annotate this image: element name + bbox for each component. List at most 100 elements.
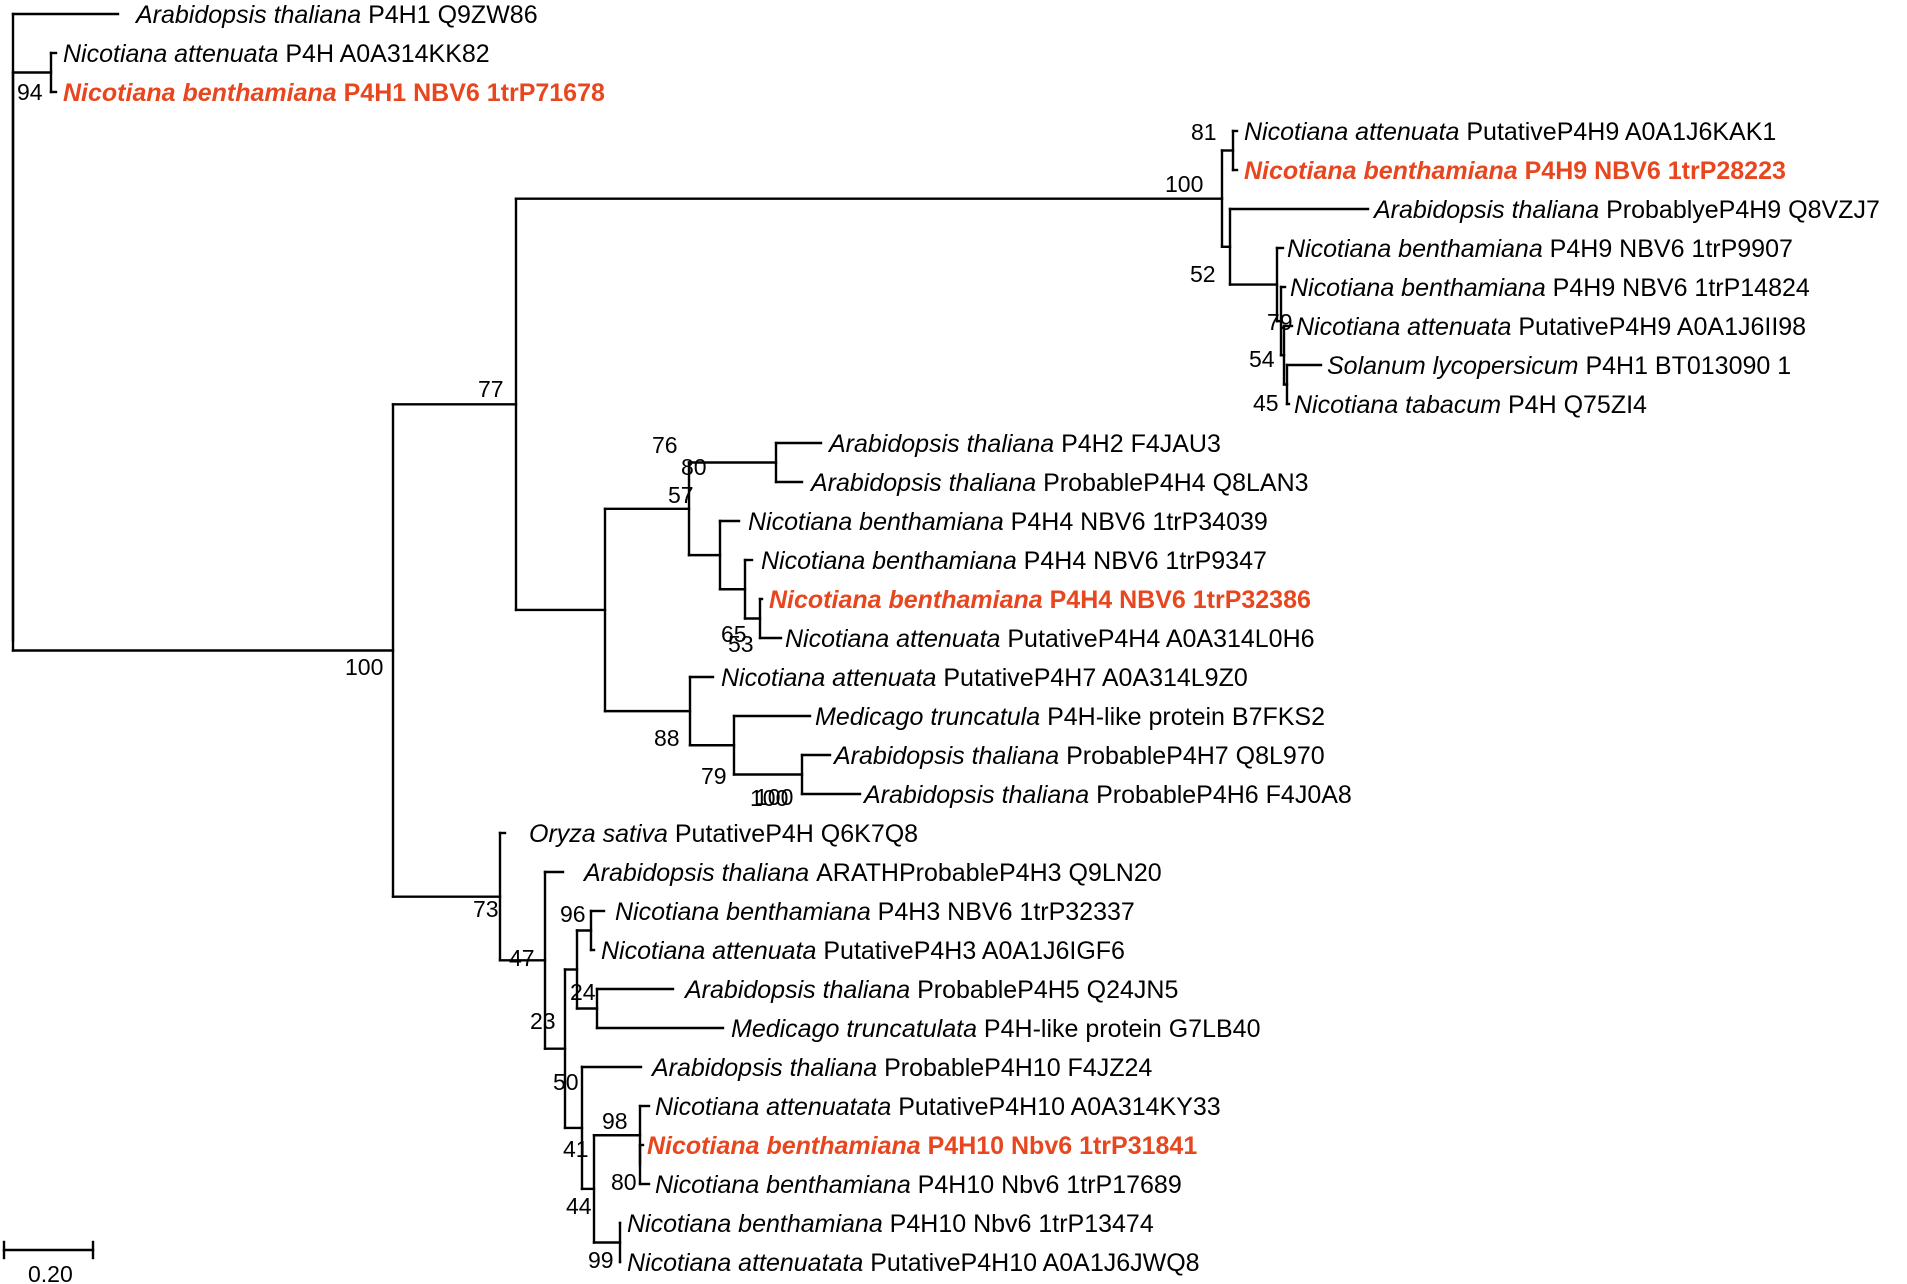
leaf-species: Nicotiana attenuata: [721, 664, 937, 692]
leaf-labels: Arabidopsis thaliana P4H1 Q9ZW86Nicotian…: [63, 1, 1880, 1277]
leaf-label: Arabidopsis thaliana ProbableP4H5 Q24JN5: [683, 976, 1178, 1004]
leaf-label: Nicotiana benthamiana P4H4 NBV6 1trP3403…: [748, 508, 1268, 536]
leaf-species: Nicotiana attenuata: [601, 937, 817, 965]
leaf-label: Arabidopsis thaliana ProbablyeP4H9 Q8VZJ…: [1372, 196, 1880, 224]
leaf-species: Arabidopsis thaliana: [862, 781, 1089, 809]
bootstrap-value: 100: [750, 785, 788, 811]
leaf-gene: P4H1 Q9ZW86: [361, 1, 537, 29]
leaf-species: Nicotiana attenuata: [785, 625, 1001, 653]
leaf-species: Medicago truncatulata: [731, 1015, 977, 1043]
leaf-gene: P4H Q75ZI4: [1501, 391, 1647, 419]
leaf-gene: P4H-like protein G7LB40: [977, 1015, 1260, 1043]
scale-bar: 0.20: [2, 1240, 95, 1284]
leaf-gene: P4H9 NBV6 1trP14824: [1546, 274, 1810, 302]
bootstrap-value: 80: [611, 1169, 637, 1195]
leaf-label: Arabidopsis thaliana P4H2 F4JAU3: [827, 430, 1221, 458]
leaf-label: Nicotiana attenuatata PutativeP4H10 A0A1…: [627, 1249, 1200, 1277]
leaf-gene: ProbableP4H6 F4J0A8: [1089, 781, 1352, 809]
leaf-gene: P4H4 NBV6 1trP34039: [1004, 508, 1268, 536]
bootstrap-value: 52: [1190, 261, 1216, 287]
bootstrap-value: 65: [721, 621, 747, 647]
leaf-gene: PutativeP4H10 A0A1J6JWQ8: [863, 1249, 1199, 1277]
bootstrap-value: 44: [566, 1193, 592, 1219]
leaf-species: Nicotiana benthamiana: [1287, 235, 1543, 263]
leaf-gene: P4H10 Nbv6 1trP13474: [883, 1210, 1154, 1238]
leaf-label: Nicotiana benthamiana P4H3 NBV6 1trP3233…: [615, 898, 1135, 926]
leaf-label: Solanum lycopersicum P4H1 BT013090 1: [1327, 352, 1791, 380]
leaf-species: Nicotiana benthamiana: [748, 508, 1004, 536]
leaf-species: Nicotiana attenuata: [63, 40, 279, 68]
leaf-label: Arabidopsis thaliana P4H1 Q9ZW86: [134, 1, 538, 29]
bootstrap-value: 24: [570, 979, 596, 1005]
leaf-label: Arabidopsis thaliana ARATHProbableP4H3 Q…: [582, 859, 1162, 887]
leaf-gene: P4H10 Nbv6 1trP31841: [921, 1132, 1198, 1160]
leaf-species: Nicotiana benthamiana: [627, 1210, 883, 1238]
leaf-label: Nicotiana benthamiana P4H1 NBV6 1trP7167…: [63, 79, 605, 107]
bootstrap-value: 88: [654, 725, 680, 751]
bootstrap-value: 100: [345, 654, 383, 680]
bootstrap-value: 50: [553, 1069, 579, 1095]
leaf-gene: P4H A0A314KK82: [278, 40, 489, 68]
leaf-label: Nicotiana benthamiana P4H10 Nbv6 1trP176…: [655, 1171, 1182, 1199]
leaf-gene: PutativeP4H9 A0A1J6II98: [1511, 313, 1806, 341]
leaf-label: Arabidopsis thaliana ProbableP4H4 Q8LAN3: [809, 469, 1309, 497]
leaf-species: Solanum lycopersicum: [1327, 352, 1579, 380]
bootstrap-value: 98: [602, 1108, 628, 1134]
leaf-gene: PutativeP4H10 A0A314KY33: [891, 1093, 1220, 1121]
leaf-gene: PutativeP4H3 A0A1J6IGF6: [816, 937, 1125, 965]
leaf-label: Nicotiana attenuata PutativeP4H9 A0A1J6I…: [1296, 313, 1806, 341]
bootstrap-value: 77: [478, 376, 504, 402]
leaf-species: Nicotiana benthamiana: [647, 1132, 921, 1160]
bootstrap-value: 76: [652, 432, 678, 458]
leaf-gene: ProbableP4H4 Q8LAN3: [1036, 469, 1308, 497]
leaf-gene: ProbablyeP4H9 Q8VZJ7: [1599, 196, 1880, 224]
leaf-label: Nicotiana attenuatata PutativeP4H10 A0A3…: [655, 1093, 1221, 1121]
leaf-species: Arabidopsis thaliana: [832, 742, 1059, 770]
bootstrap-value: 45: [1253, 390, 1279, 416]
leaf-label: Nicotiana benthamiana P4H4 NBV6 1trP9347: [761, 547, 1267, 575]
leaf-species: Nicotiana attenuatata: [627, 1249, 863, 1277]
leaf-label: Nicotiana attenuata PutativeP4H4 A0A314L…: [785, 625, 1315, 653]
bootstrap-value: 96: [560, 901, 586, 927]
leaf-label: Nicotiana tabacum P4H Q75ZI4: [1294, 391, 1647, 419]
bootstrap-value: 80: [681, 454, 707, 480]
leaf-gene: P4H-like protein B7FKS2: [1040, 703, 1325, 731]
leaf-species: Nicotiana benthamiana: [761, 547, 1017, 575]
leaf-label: Nicotiana benthamiana P4H10 Nbv6 1trP318…: [647, 1132, 1197, 1160]
leaf-gene: P4H4 NBV6 1trP9347: [1017, 547, 1267, 575]
leaf-gene: PutativeP4H4 A0A314L0H6: [1000, 625, 1314, 653]
leaf-species: Oryza sativa: [529, 820, 668, 848]
leaf-label: Oryza sativa PutativeP4H Q6K7Q8: [529, 820, 918, 848]
leaf-species: Arabidopsis thaliana: [1372, 196, 1599, 224]
leaf-gene: PutativeP4H9 A0A1J6KAK1: [1459, 118, 1776, 146]
bootstrap-value: 99: [588, 1247, 614, 1273]
bootstrap-value: 57: [668, 482, 694, 508]
bootstrap-value: 41: [563, 1136, 589, 1162]
leaf-species: Arabidopsis thaliana: [582, 859, 809, 887]
bootstrap-value: 54: [1249, 346, 1275, 372]
leaf-species: Nicotiana attenuatata: [655, 1093, 891, 1121]
leaf-label: Arabidopsis thaliana ProbableP4H6 F4J0A8: [862, 781, 1352, 809]
leaf-species: Arabidopsis thaliana: [134, 1, 361, 29]
leaf-label: Nicotiana attenuata P4H A0A314KK82: [63, 40, 490, 68]
leaf-gene: ProbableP4H5 Q24JN5: [910, 976, 1178, 1004]
leaf-label: Nicotiana benthamiana P4H9 NBV6 1trP2822…: [1244, 157, 1786, 185]
tree-branches: [11, 12, 1370, 1264]
leaf-species: Nicotiana benthamiana: [1290, 274, 1546, 302]
bootstrap-values: 9481100527954457710076578053658879100100…: [17, 79, 1293, 1273]
leaf-gene: PutativeP4H7 A0A314L9Z0: [936, 664, 1247, 692]
bootstrap-value: 23: [530, 1008, 556, 1034]
leaf-gene: P4H9 NBV6 1trP9907: [1543, 235, 1793, 263]
leaf-label: Arabidopsis thaliana ProbableP4H10 F4JZ2…: [650, 1054, 1152, 1082]
leaf-species: Nicotiana benthamiana: [769, 586, 1043, 614]
scale-bar-label: 0.20: [28, 1261, 73, 1284]
bootstrap-value: 100: [755, 784, 793, 810]
leaf-label: Medicago truncatula P4H-like protein B7F…: [815, 703, 1325, 731]
leaf-species: Nicotiana benthamiana: [655, 1171, 911, 1199]
leaf-label: Nicotiana benthamiana P4H4 NBV6 1trP3238…: [769, 586, 1311, 614]
leaf-gene: ARATHProbableP4H3 Q9LN20: [809, 859, 1162, 887]
leaf-label: Nicotiana benthamiana P4H9 NBV6 1trP1482…: [1290, 274, 1810, 302]
leaf-gene: P4H4 NBV6 1trP32386: [1043, 586, 1311, 614]
leaf-gene: P4H10 Nbv6 1trP17689: [911, 1171, 1182, 1199]
leaf-label: Nicotiana benthamiana P4H9 NBV6 1trP9907: [1287, 235, 1793, 263]
